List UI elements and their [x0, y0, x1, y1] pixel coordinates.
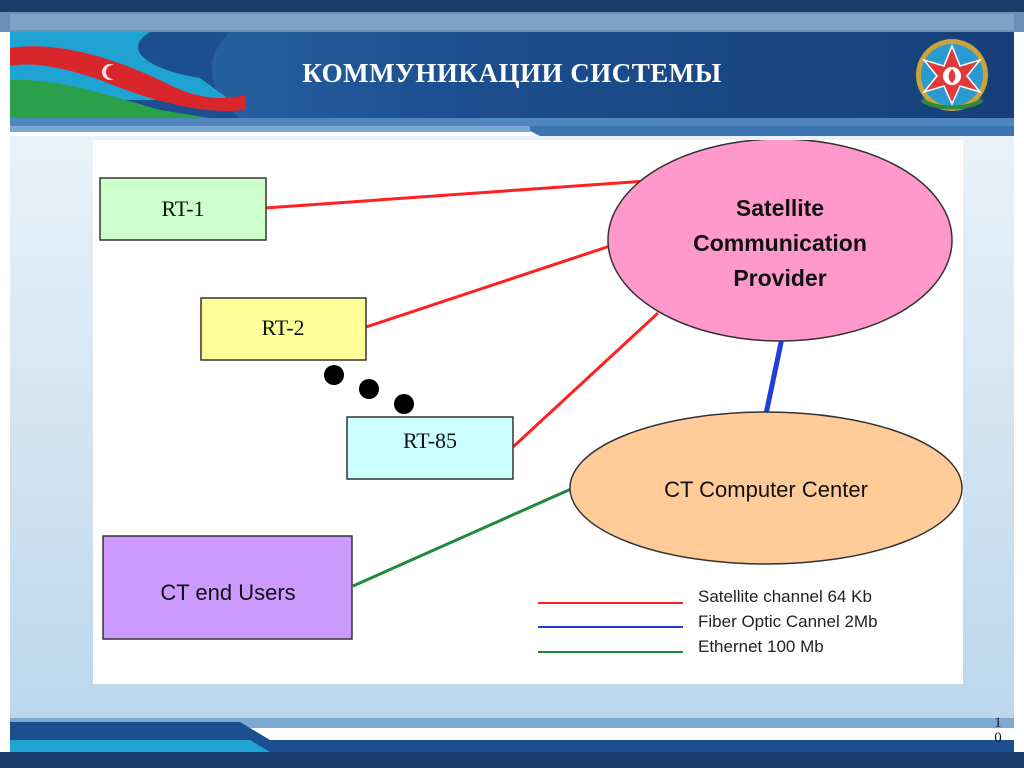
legend-label-ethernet: Ethernet 100 Mb	[698, 637, 824, 656]
ellipsis-dot	[394, 394, 414, 414]
ellipsis-dot	[359, 379, 379, 399]
node-end-users-label: CT end Users	[160, 580, 295, 605]
legend-label-satellite: Satellite channel 64 Kb	[698, 587, 872, 606]
slide-title: КОММУНИКАЦИИ СИСТЕМЫ	[302, 58, 722, 88]
line-rt2-satellite	[365, 244, 611, 329]
node-rt85-label: RT-85	[403, 428, 457, 453]
node-satellite-label-line1: Satellite	[736, 195, 824, 221]
ellipsis-dot	[324, 365, 344, 385]
node-rt2-label: RT-2	[261, 315, 304, 340]
page-number: 1 0	[994, 715, 1002, 746]
legend: Satellite channel 64 Kb Fiber Optic Cann…	[538, 587, 878, 656]
coat-of-arms-emblem	[916, 39, 988, 111]
node-computer-center-label: CT Computer Center	[664, 477, 868, 502]
node-rt1	[99, 177, 267, 241]
node-satellite-label-line3: Provider	[733, 265, 826, 291]
line-rt1-satellite	[264, 178, 661, 210]
node-end-users	[102, 535, 353, 640]
node-rt1-label: RT-1	[161, 196, 204, 221]
line-satellite-computer-center	[763, 337, 785, 415]
node-satellite-label-line2: Communication	[693, 230, 867, 256]
node-computer-center	[569, 411, 963, 565]
network-diagram: RT-1 RT-2 RT-85 CT end Users Satellite C…	[93, 140, 963, 684]
line-rt85-satellite	[511, 311, 660, 449]
node-rt85	[346, 416, 514, 480]
line-users-computer-center	[352, 487, 572, 588]
legend-label-fiber: Fiber Optic Cannel 2Mb	[698, 612, 878, 631]
node-rt2	[200, 297, 367, 361]
flag-emblem	[10, 32, 245, 118]
node-satellite-provider	[607, 140, 953, 342]
